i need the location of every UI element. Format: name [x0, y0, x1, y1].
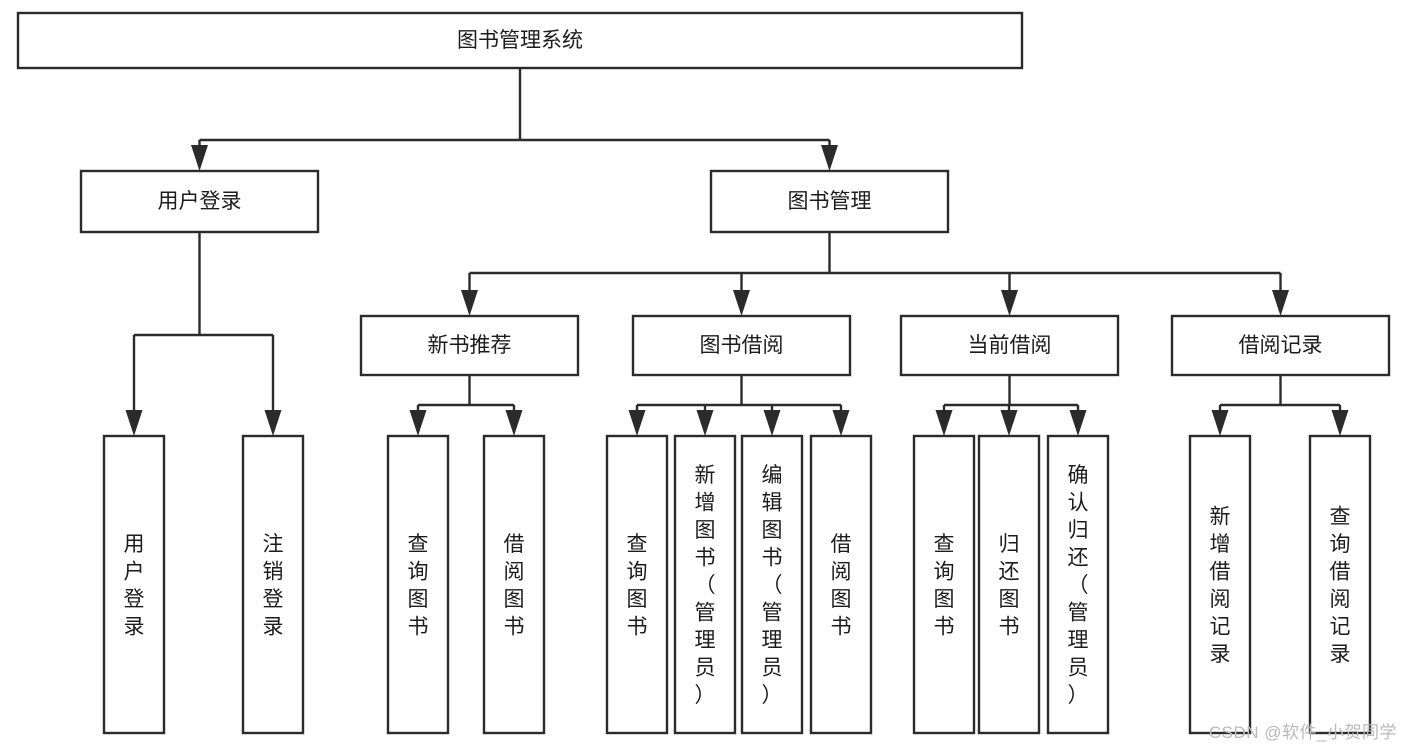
node-label-leaf-query-book-2: 查询图书	[627, 533, 648, 639]
node-label-borrow-record: 借阅记录	[1239, 334, 1323, 357]
edge-current-borrow-to-leaf-1-arrowhead	[1000, 410, 1018, 436]
node-box-leaf-query-record[interactable]	[1308, 434, 1372, 735]
node-label-book-borrow: 图书借阅	[700, 334, 784, 357]
edge-borrow-record-to-leaf-0-arrowhead	[1211, 410, 1229, 436]
node-box-borrow-record[interactable]	[1170, 314, 1391, 377]
node-leaf-borrow-book-1[interactable]: 借阅图书	[482, 434, 546, 735]
node-book-borrow[interactable]: 图书借阅	[631, 314, 852, 377]
edge-new-book-recommend-to-leaf-0-arrowhead	[409, 410, 427, 436]
node-leaf-user-login[interactable]: 用户登录	[102, 434, 166, 735]
edge-root-to-book-manage-arrowhead	[821, 145, 838, 171]
csdn-watermark: CSDN @软件_小贺同学	[1208, 723, 1397, 742]
node-label-leaf-add-record: 新增借阅记录	[1210, 506, 1231, 667]
node-label-leaf-return-book: 归还图书	[999, 533, 1020, 639]
node-label-leaf-confirm-return: 确认归还（管理员）	[1068, 464, 1089, 707]
edge-book-borrow-to-leaf-0-arrowhead	[628, 410, 646, 436]
node-box-leaf-add-record[interactable]	[1188, 434, 1252, 735]
edge-book-manage-to-book-borrow-arrowhead	[733, 290, 750, 316]
node-label-book-manage: 图书管理	[788, 190, 872, 213]
node-box-new-book-recommend[interactable]	[359, 314, 580, 377]
node-borrow-record[interactable]: 借阅记录	[1170, 314, 1391, 377]
node-new-book-recommend[interactable]: 新书推荐	[359, 314, 580, 377]
node-label-leaf-query-record: 查询借阅记录	[1330, 506, 1351, 667]
node-leaf-confirm-return[interactable]: 确认归还（管理员）	[1046, 434, 1110, 735]
node-leaf-logout-login[interactable]: 注销登录	[241, 434, 305, 735]
edge-borrow-record-to-leaf-1-arrowhead	[1331, 410, 1349, 436]
edge-user-login-to-leaf-1-arrowhead	[264, 410, 282, 436]
node-box-leaf-query-book-1[interactable]	[386, 434, 450, 735]
node-label-leaf-borrow-book-1: 借阅图书	[504, 533, 525, 639]
node-leaf-add-book[interactable]: 新增图书（管理员）	[673, 434, 737, 735]
node-label-leaf-edit-book: 编辑图书（管理员）	[762, 464, 783, 707]
node-leaf-query-book-2[interactable]: 查询图书	[605, 434, 669, 735]
edge-user-login-to-leaf-0-arrowhead	[125, 410, 143, 436]
edge-book-borrow-to-leaf-2-arrowhead	[763, 410, 781, 436]
node-box-leaf-query-book-2[interactable]	[605, 434, 669, 735]
node-label-leaf-query-book-1: 查询图书	[408, 533, 429, 639]
node-box-book-borrow[interactable]	[631, 314, 852, 377]
edges-layer	[125, 68, 1349, 436]
node-label-root: 图书管理系统	[457, 29, 583, 52]
node-label-leaf-add-book: 新增图书（管理员）	[695, 464, 716, 707]
node-leaf-query-record[interactable]: 查询借阅记录	[1308, 434, 1372, 735]
node-user-login[interactable]: 用户登录	[79, 169, 320, 234]
node-leaf-edit-book[interactable]: 编辑图书（管理员）	[740, 434, 804, 735]
node-box-leaf-add-book[interactable]	[673, 434, 737, 735]
node-label-new-book-recommend: 新书推荐	[428, 334, 512, 357]
node-label-leaf-query-book-3: 查询图书	[934, 533, 955, 639]
node-leaf-borrow-book-2[interactable]: 借阅图书	[809, 434, 873, 735]
node-current-borrow[interactable]: 当前借阅	[899, 314, 1120, 377]
node-label-leaf-logout-login: 注销登录	[263, 533, 284, 639]
edge-book-manage-to-new-book-recommend-arrowhead	[461, 290, 478, 316]
node-box-current-borrow[interactable]	[899, 314, 1120, 377]
node-box-leaf-return-book[interactable]	[977, 434, 1041, 735]
node-box-book-manage[interactable]	[709, 169, 950, 234]
node-label-user-login: 用户登录	[158, 190, 242, 213]
node-root[interactable]: 图书管理系统	[16, 11, 1024, 70]
nodes-layer: 图书管理系统用户登录图书管理新书推荐图书借阅当前借阅借阅记录用户登录注销登录查询…	[16, 11, 1391, 735]
node-book-manage[interactable]: 图书管理	[709, 169, 950, 234]
node-box-leaf-confirm-return[interactable]	[1046, 434, 1110, 735]
node-leaf-return-book[interactable]: 归还图书	[977, 434, 1041, 735]
node-box-leaf-borrow-book-1[interactable]	[482, 434, 546, 735]
edge-book-borrow-to-leaf-1-arrowhead	[696, 410, 714, 436]
edge-current-borrow-to-leaf-0-arrowhead	[935, 410, 953, 436]
edge-book-borrow-to-leaf-3-arrowhead	[832, 410, 850, 436]
node-box-leaf-edit-book[interactable]	[740, 434, 804, 735]
node-label-leaf-borrow-book-2: 借阅图书	[831, 533, 852, 639]
edge-root-to-user-login-arrowhead	[191, 145, 208, 171]
node-leaf-query-book-1[interactable]: 查询图书	[386, 434, 450, 735]
node-box-leaf-logout-login[interactable]	[241, 434, 305, 735]
node-label-leaf-user-login: 用户登录	[124, 533, 145, 639]
edge-book-manage-to-borrow-record-arrowhead	[1272, 290, 1289, 316]
node-leaf-add-record[interactable]: 新增借阅记录	[1188, 434, 1252, 735]
node-box-leaf-user-login[interactable]	[102, 434, 166, 735]
node-label-current-borrow: 当前借阅	[968, 334, 1052, 357]
node-box-user-login[interactable]	[79, 169, 320, 234]
node-box-leaf-query-book-3[interactable]	[912, 434, 976, 735]
node-box-leaf-borrow-book-2[interactable]	[809, 434, 873, 735]
edge-new-book-recommend-to-leaf-1-arrowhead	[505, 410, 523, 436]
edge-current-borrow-to-leaf-2-arrowhead	[1069, 410, 1087, 436]
node-leaf-query-book-3[interactable]: 查询图书	[912, 434, 976, 735]
edge-book-manage-to-current-borrow-arrowhead	[1001, 290, 1018, 316]
node-box-root[interactable]	[16, 11, 1024, 70]
